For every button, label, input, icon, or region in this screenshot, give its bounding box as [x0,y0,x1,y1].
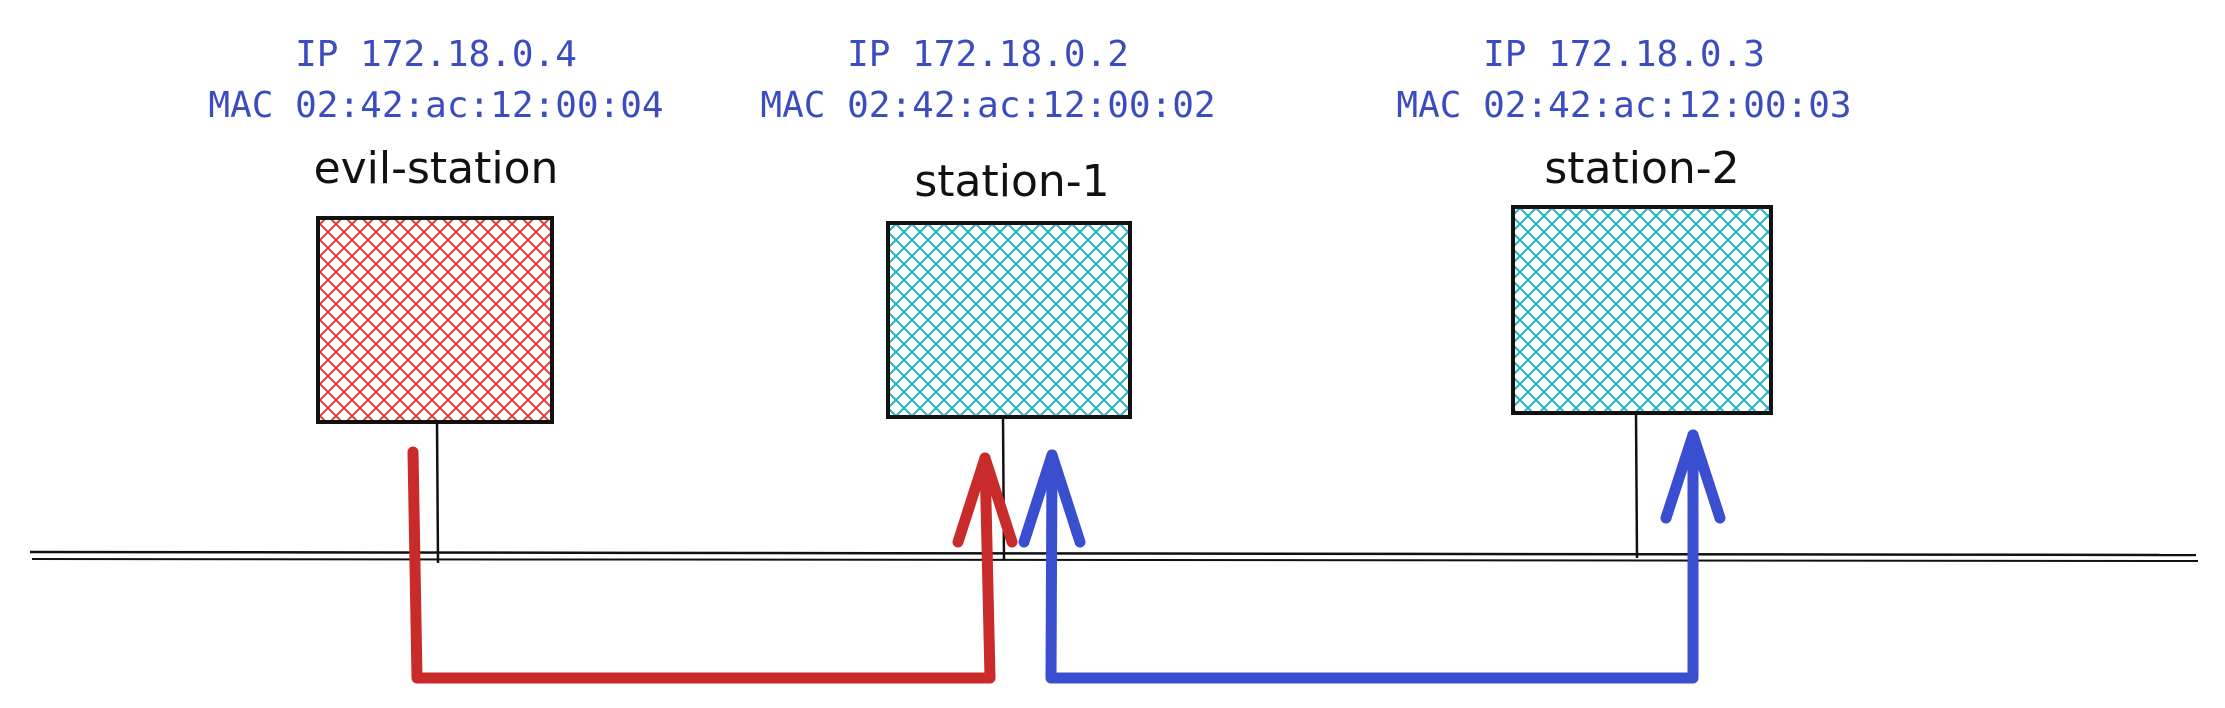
host-evil-station: IP 172.18.0.4 MAC 02:42:ac:12:00:04 evil… [208,34,664,564]
mac-label: MAC 02:42:ac:12:00:02 [760,85,1215,126]
network-bus [29,550,2199,562]
arrow-station-1-station-2 [1018,429,1726,684]
host-drop-line [435,421,440,564]
host-name-label: station-2 [1544,143,1739,194]
ip-label: IP 172.18.0.2 [847,34,1129,75]
host-drop-line [1001,416,1006,561]
host-box [886,221,1132,419]
host-drop-line [1634,412,1639,559]
host-box [1511,205,1773,415]
ip-label: IP 172.18.0.4 [295,34,577,75]
host-name-label: evil-station [314,143,559,194]
host-station-1: IP 172.18.0.2 MAC 02:42:ac:12:00:02 stat… [760,34,1216,561]
mac-label: MAC 02:42:ac:12:00:03 [1396,85,1851,126]
host-box [316,216,554,424]
host-name-label: station-1 [914,156,1109,207]
host-station-2: IP 172.18.0.3 MAC 02:42:ac:12:00:03 stat… [1396,34,1852,559]
arrow-evil-to-station-1 [407,446,1018,684]
mac-label: MAC 02:42:ac:12:00:04 [208,85,663,126]
ip-label: IP 172.18.0.3 [1483,34,1765,75]
